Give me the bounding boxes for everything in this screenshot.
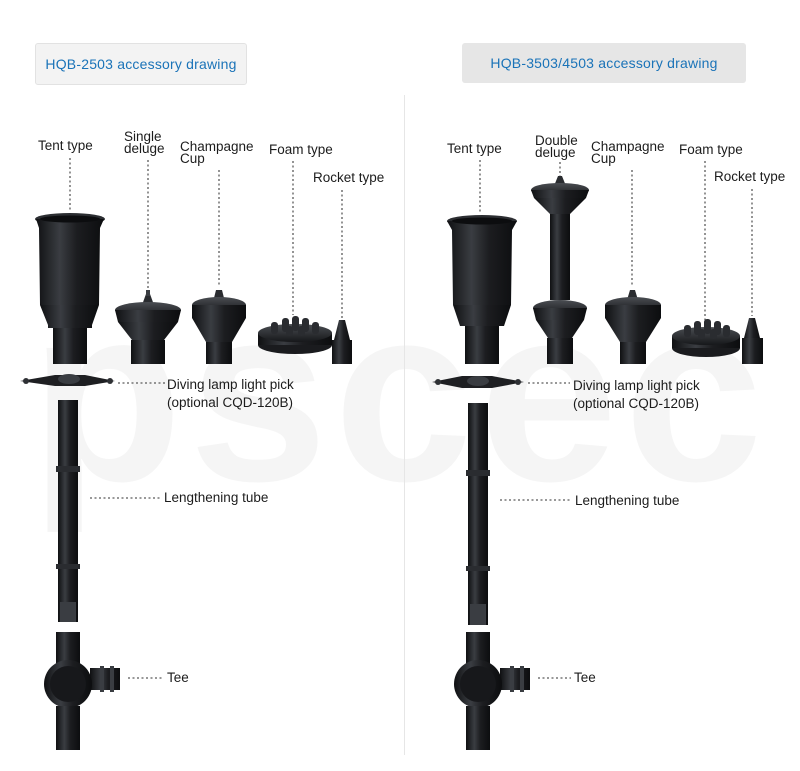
label-champagne-2: Cup: [180, 151, 205, 166]
label-single-deluge-1: Single: [124, 129, 162, 144]
right-panel-title: HQB-3503/4503 accessory drawing: [462, 43, 746, 83]
label-foam-type: Foam type: [269, 142, 333, 157]
label-rocket-type: Rocket type: [313, 170, 385, 185]
tee-part: [44, 632, 120, 750]
label-champagne-1: Champagne: [180, 139, 254, 154]
rocket-type-part: [742, 318, 763, 364]
label-diving-lamp: Diving lamp light pick: [167, 377, 294, 392]
lengthening-tube-part: [56, 400, 80, 622]
label-single-deluge-2: deluge: [124, 141, 165, 156]
champagne-cup-part: [605, 290, 661, 364]
label-tent-type: Tent type: [38, 138, 93, 153]
label-foam-type: Foam type: [679, 142, 743, 157]
label-tent-type: Tent type: [447, 141, 502, 156]
left-panel-title: HQB-2503 accessory drawing: [35, 43, 247, 85]
label-diving-lamp-model: (optional CQD-120B): [167, 395, 294, 410]
label-champagne-2: Cup: [591, 151, 616, 166]
label-tee: Tee: [574, 670, 596, 685]
tent-type-part: [35, 213, 105, 364]
rocket-type-part: [332, 320, 352, 364]
tent-type-part: [447, 215, 517, 364]
diving-lamp-bracket-part: [20, 374, 115, 386]
diving-lamp-bracket-part: [432, 376, 524, 388]
label-double-deluge-1: Double: [535, 133, 578, 148]
champagne-cup-part: [192, 290, 246, 364]
label-diving-lamp-model: (optional CQD-120B): [573, 396, 700, 411]
label-lengthening-tube: Lengthening tube: [575, 493, 680, 508]
label-double-deluge-2: deluge: [535, 145, 576, 160]
label-lengthening-tube: Lengthening tube: [164, 490, 269, 505]
foam-type-part: [258, 316, 332, 354]
double-deluge-part: [531, 176, 589, 364]
lengthening-tube-part: [466, 403, 490, 625]
label-tee: Tee: [167, 670, 189, 685]
label-champagne-1: Champagne: [591, 139, 665, 154]
panel-divider: [404, 95, 405, 755]
label-rocket-type: Rocket type: [714, 169, 786, 184]
single-deluge-part: [115, 290, 181, 364]
tee-part: [454, 632, 530, 750]
label-diving-lamp: Diving lamp light pick: [573, 378, 700, 393]
foam-type-part: [672, 319, 740, 357]
